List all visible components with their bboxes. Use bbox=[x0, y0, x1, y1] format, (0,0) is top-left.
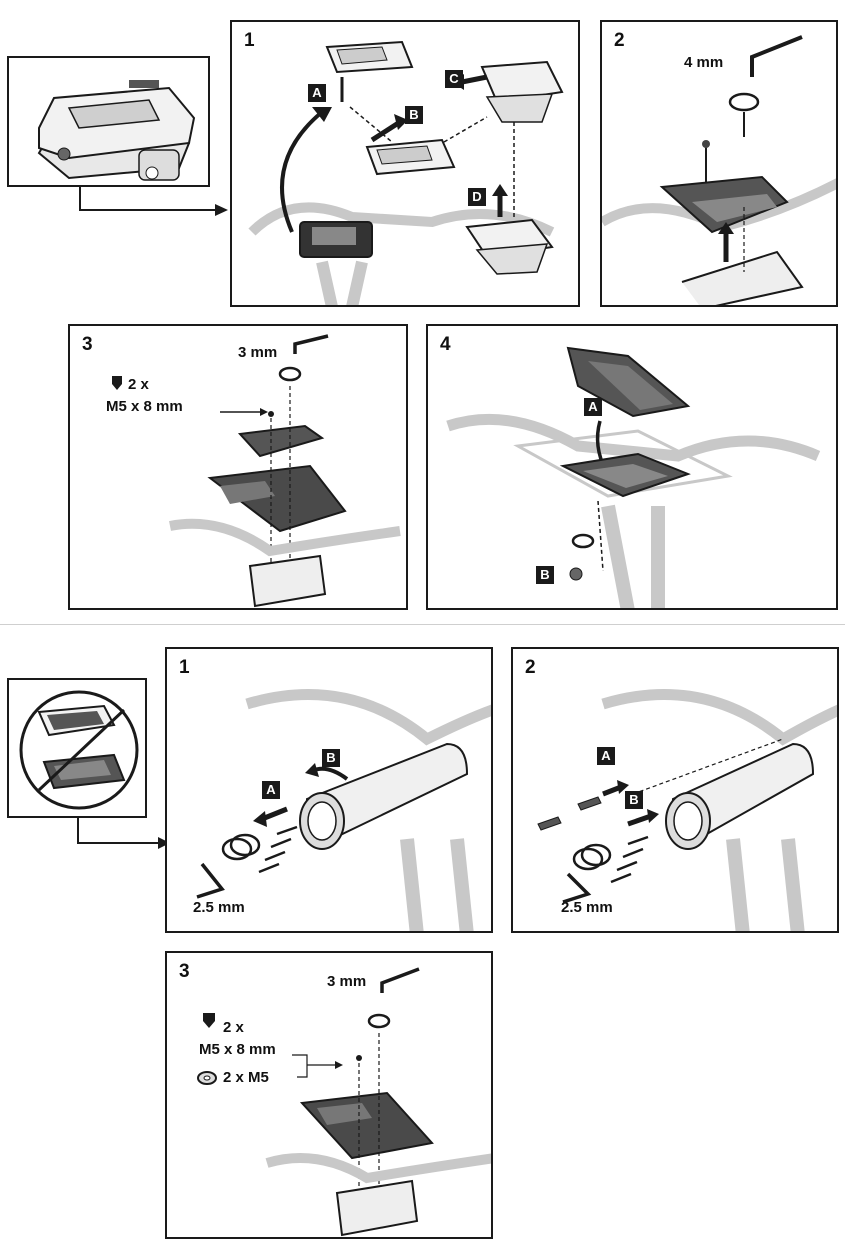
tag-d: D bbox=[468, 188, 486, 206]
s2-step3-illustration bbox=[197, 967, 491, 1237]
panel-s1-step2: 2 4 mm bbox=[600, 20, 838, 307]
device-illustration bbox=[37, 80, 196, 181]
step1-illustration bbox=[248, 40, 564, 305]
step-number: 4 bbox=[440, 334, 451, 355]
panel-s1-step4: 4 A B bbox=[426, 324, 838, 610]
step-number: 3 bbox=[179, 961, 190, 982]
tag-b: B bbox=[625, 791, 643, 809]
section-divider bbox=[0, 624, 845, 625]
s2-step2-illustration bbox=[537, 689, 837, 931]
panel-s2-step1: 1 2.5 mm A B bbox=[165, 647, 493, 933]
screw-spec: M5 x 8 mm bbox=[199, 1041, 276, 1058]
intro-device-box bbox=[7, 56, 210, 187]
panel-s2-step3: 3 3 mm 2 x M5 x 8 mm 2 x M5 bbox=[165, 951, 493, 1239]
tool-label: 4 mm bbox=[684, 54, 724, 71]
screw-icon bbox=[203, 1013, 215, 1028]
step3-illustration bbox=[112, 334, 401, 608]
tag-a: A bbox=[262, 781, 280, 799]
panel-s1-step1: 1 A B C D bbox=[230, 20, 580, 307]
connector-arrow bbox=[77, 817, 170, 849]
screw-quantity: 2 x bbox=[128, 376, 149, 393]
tag-a: A bbox=[597, 747, 615, 765]
step-number: 2 bbox=[614, 30, 625, 51]
washer-spec: 2 x M5 bbox=[223, 1069, 269, 1086]
s2-step1-illustration bbox=[196, 689, 491, 931]
intro-replacement-box bbox=[7, 678, 147, 818]
tag-a: A bbox=[584, 398, 602, 416]
connector-arrow bbox=[79, 186, 228, 216]
step4-illustration bbox=[446, 346, 821, 608]
tag-b: B bbox=[405, 106, 423, 124]
tag-c: C bbox=[445, 70, 463, 88]
panel-s2-step2: 2 2.5 mm A B bbox=[511, 647, 839, 933]
step-number: 3 bbox=[82, 334, 93, 355]
screw-quantity: 2 x bbox=[223, 1019, 244, 1036]
tag-b: B bbox=[536, 566, 554, 584]
step-number: 2 bbox=[525, 657, 536, 678]
step2-illustration bbox=[602, 35, 836, 305]
tool-label: 2.5 mm bbox=[193, 899, 245, 916]
tag-b: B bbox=[322, 749, 340, 767]
step-number: 1 bbox=[244, 30, 255, 51]
step-number: 1 bbox=[179, 657, 190, 678]
screw-spec: M5 x 8 mm bbox=[106, 398, 183, 415]
screw-icon bbox=[112, 376, 122, 390]
tool-label: 2.5 mm bbox=[561, 899, 613, 916]
tag-a: A bbox=[308, 84, 326, 102]
tool-label: 3 mm bbox=[238, 344, 278, 361]
panel-s1-step3: 3 3 mm 2 x M5 x 8 mm bbox=[68, 324, 408, 610]
no-replace-illustration bbox=[19, 690, 139, 810]
tool-label: 3 mm bbox=[327, 973, 367, 990]
